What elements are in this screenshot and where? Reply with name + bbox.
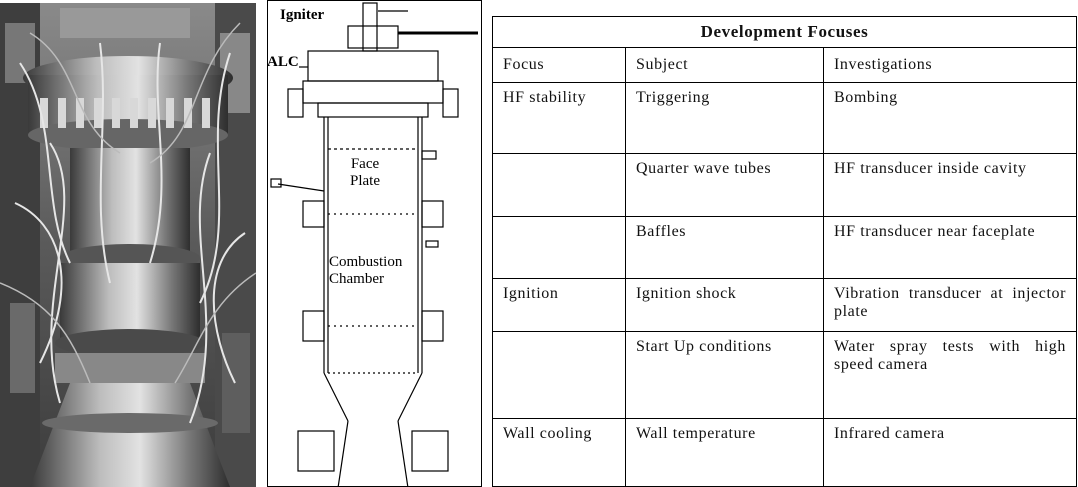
- row-focus: [492, 216, 626, 279]
- table-header-row: Focus Subject Investigations: [492, 47, 1078, 83]
- row-subject: Start Up conditions: [625, 331, 824, 419]
- table-row: Wall cooling Wall temperature Infrared c…: [492, 418, 1078, 487]
- row-investigation: HF transducer inside cavity: [822, 153, 1078, 217]
- face-plate-label: Face Plate: [350, 156, 380, 189]
- row-investigation: HF transducer near faceplate: [822, 216, 1078, 279]
- table-row: HF stability Triggering Bombing: [492, 82, 1078, 154]
- table-row: Baffles HF transducer near faceplate: [492, 216, 1078, 279]
- table-row: Quarter wave tubes HF transducer inside …: [492, 153, 1078, 217]
- row-investigation: Water spray tests with high speed camera: [822, 331, 1078, 419]
- row-subject: Quarter wave tubes: [625, 153, 824, 217]
- row-focus: Ignition: [492, 278, 626, 332]
- schematic-drawing: [270, 2, 478, 486]
- igniter-label: Igniter: [278, 7, 327, 24]
- alc-label: ALC: [267, 54, 299, 71]
- row-focus: [492, 331, 626, 419]
- face-plate-label-line2: Plate: [350, 172, 380, 189]
- combustion-label-line2: Chamber: [329, 270, 384, 287]
- table-row: Ignition Ignition shock Vibration transd…: [492, 278, 1078, 332]
- development-focuses-table: Development Focuses Focus Subject Invest…: [491, 16, 1078, 487]
- row-investigation: Vibration transducer at injector plate: [822, 278, 1078, 332]
- row-investigation: Bombing: [822, 82, 1078, 154]
- row-focus: [492, 153, 626, 217]
- row-subject: Baffles: [625, 216, 824, 279]
- face-plate-label-line1: Face: [350, 156, 380, 172]
- header-focus: Focus: [492, 47, 626, 83]
- photo-drawing: [0, 3, 256, 487]
- table-row: Start Up conditions Water spray tests wi…: [492, 331, 1078, 419]
- test-hardware-photo: [0, 3, 256, 487]
- row-focus: Wall cooling: [492, 418, 626, 487]
- combustion-chamber-label: Combustion Chamber: [329, 254, 403, 287]
- combustion-label-line1: Combustion: [329, 254, 403, 270]
- table-title-row: Development Focuses: [491, 16, 1078, 48]
- row-subject: Triggering: [625, 82, 824, 154]
- row-subject: Ignition shock: [625, 278, 824, 332]
- row-subject: Wall temperature: [625, 418, 824, 487]
- table-title: Development Focuses: [491, 16, 1078, 48]
- combustion-chamber-schematic: Igniter ALC Face Plate Combustion Chambe…: [267, 0, 482, 487]
- header-subject: Subject: [625, 47, 824, 83]
- row-investigation: Infrared camera: [822, 418, 1078, 487]
- header-investigations: Investigations: [822, 47, 1078, 83]
- row-focus: HF stability: [492, 82, 626, 154]
